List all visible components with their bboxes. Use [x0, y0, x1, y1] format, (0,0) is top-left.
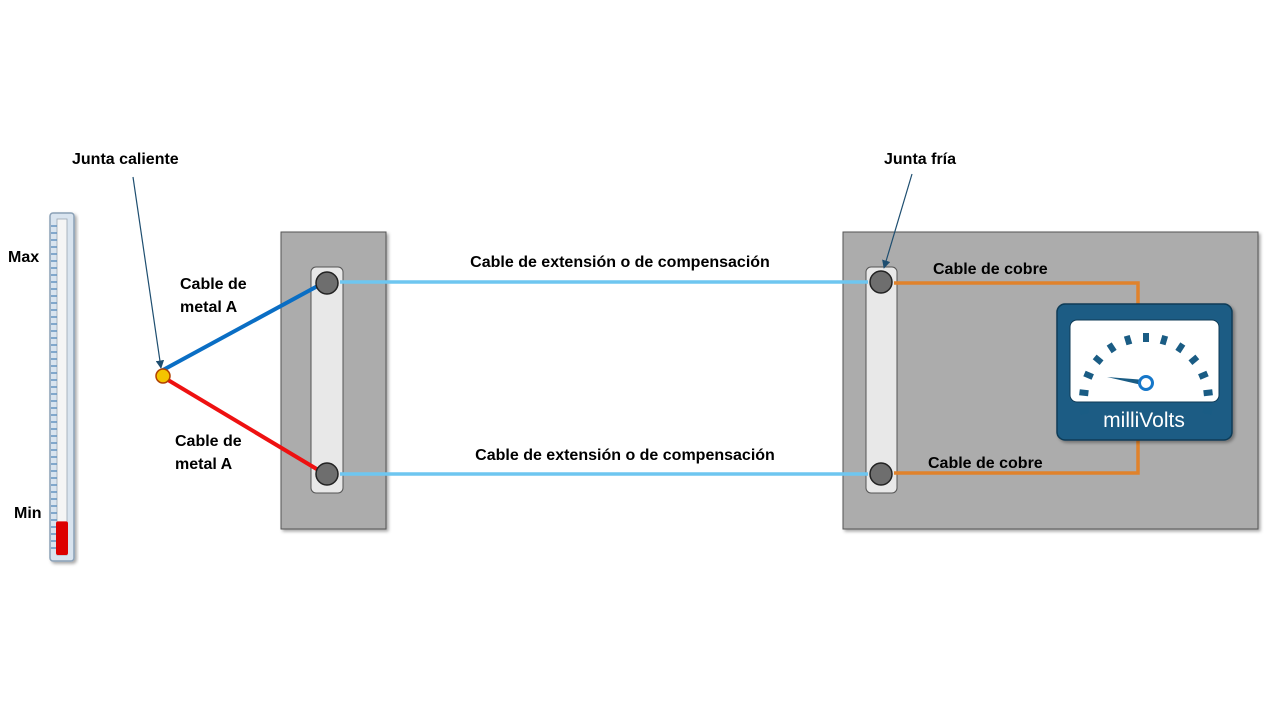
meter-dial-face — [1069, 319, 1220, 403]
meter-unit-label: milliVolts — [1103, 409, 1185, 432]
meter-tick — [1175, 342, 1186, 354]
thermometer — [49, 212, 75, 562]
extension-cable-top-label: Cable de extensión o de compensación — [470, 254, 770, 271]
meter-tick — [1092, 354, 1104, 366]
min-label: Min — [14, 505, 42, 522]
max-label: Max — [8, 249, 39, 266]
meter-tick — [1202, 407, 1213, 415]
meter-tick — [1198, 370, 1209, 380]
right-terminal-strip — [865, 266, 898, 494]
metal-a-cable-top — [162, 280, 326, 372]
hot-junction — [155, 368, 171, 384]
meter-pivot — [1138, 375, 1154, 391]
cable-a-bottom-label-line1: Cable de — [175, 433, 242, 450]
cable-a-top-label-line1: Cable de — [180, 276, 247, 293]
cold-junction-label: Junta fría — [884, 151, 956, 168]
right-terminal-bottom — [869, 462, 893, 486]
hot-junction-label: Junta caliente — [72, 151, 179, 168]
meter-tick — [1188, 354, 1200, 366]
meter-tick — [1079, 407, 1090, 415]
meter-tick — [1083, 370, 1094, 380]
copper-cable-top-label: Cable de cobre — [933, 261, 1048, 278]
meter-tick — [1106, 342, 1117, 354]
meter-tick — [1203, 389, 1213, 397]
copper-cable-top — [894, 281, 1140, 310]
meter-scale — [1079, 333, 1213, 415]
cable-a-top-label-line2: metal A — [180, 299, 238, 316]
left-terminal-strip — [310, 266, 344, 494]
copper-cable-bottom — [894, 440, 1140, 475]
left-terminal-bottom — [315, 462, 339, 486]
right-terminal-top — [869, 270, 893, 294]
cable-a-bottom-label-line2: metal A — [175, 456, 233, 473]
metal-a-cable-bottom — [161, 375, 327, 476]
copper-cable-bottom-label: Cable de cobre — [928, 455, 1043, 472]
left-terminal-top — [315, 271, 339, 295]
cold-junction-arrow — [882, 173, 913, 269]
meter-tick — [1123, 334, 1133, 346]
millivolt-meter: milliVolts — [1056, 303, 1233, 441]
meter-tick — [1079, 389, 1089, 397]
thermometer-fluid — [56, 521, 68, 555]
hot-junction-arrow — [132, 176, 165, 369]
meter-needle — [1107, 377, 1146, 386]
extension-cable-bottom-label: Cable de extensión o de compensación — [475, 447, 775, 464]
meter-tick — [1159, 334, 1169, 346]
